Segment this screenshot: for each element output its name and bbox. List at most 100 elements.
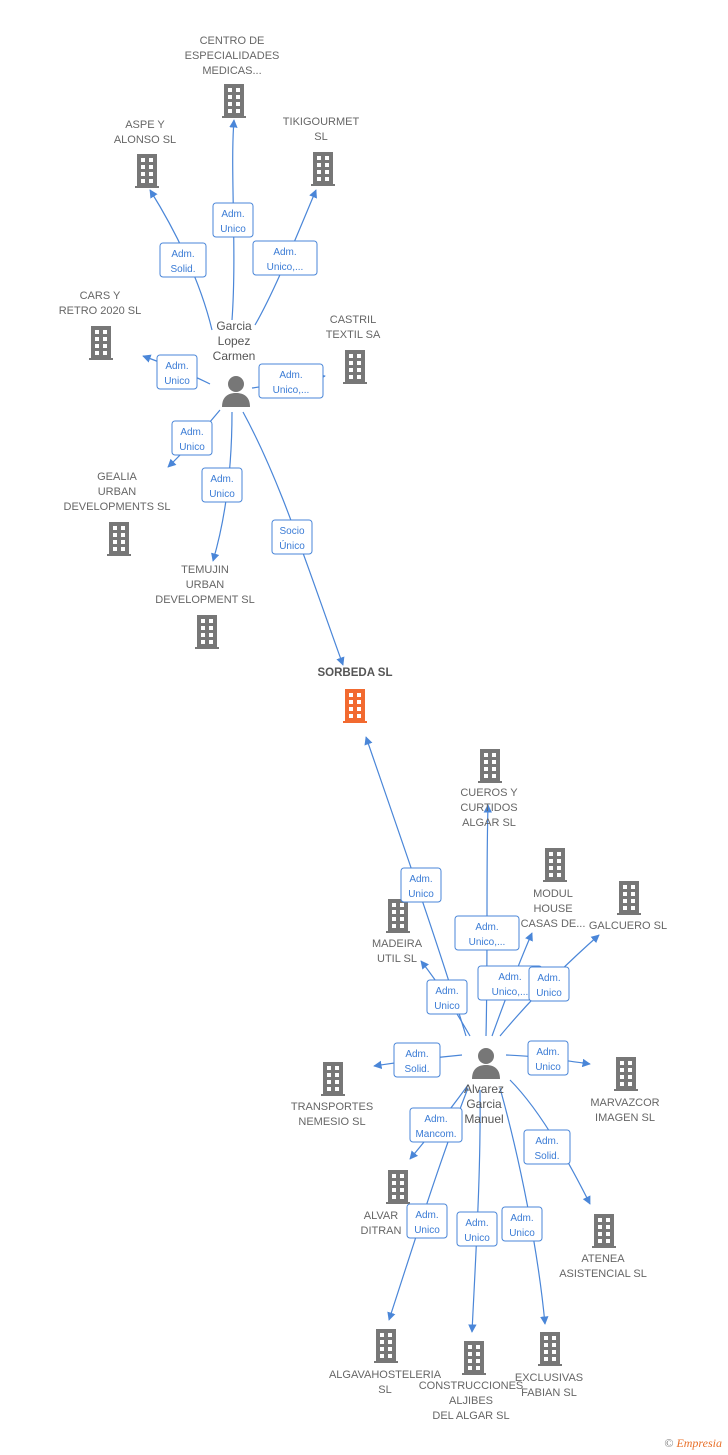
edge-label-garcia-to-gealia[interactable]: Adm.Unico: [171, 420, 213, 456]
node-label-line: ALGAVAHOSTELERIA: [329, 1369, 442, 1381]
person-icon[interactable]: [472, 1048, 500, 1079]
node-label-line: CUEROS Y: [460, 787, 518, 799]
edge-label-box[interactable]: [212, 202, 254, 238]
node-galcuero[interactable]: GALCUERO SL: [589, 881, 667, 932]
edge-label-garcia-to-centro[interactable]: Adm.Unico: [212, 202, 254, 238]
edge-label-garcia-to-temujin[interactable]: Adm.Unico: [201, 467, 243, 503]
focus-building-icon[interactable]: [343, 689, 367, 723]
edge-label-alvarez-to-exclusivas[interactable]: Adm.Unico: [501, 1206, 543, 1242]
building-icon[interactable]: [543, 848, 567, 882]
node-label-line: DEVELOPMENT SL: [155, 594, 254, 606]
edge-label-garcia-to-tiki[interactable]: Adm.Unico,...: [252, 240, 318, 276]
node-label-line: IMAGEN SL: [595, 1112, 655, 1124]
node-label-line: URBAN: [98, 486, 137, 498]
edge-label-box[interactable]: [426, 979, 468, 1015]
edge-label-box[interactable]: [271, 519, 313, 555]
edge-label-box[interactable]: [159, 242, 207, 278]
edge-label-garcia-to-aspe[interactable]: Adm.Solid.: [159, 242, 207, 278]
edge-label-alvarez-to-sorbeda[interactable]: Adm.Unico: [400, 867, 442, 903]
edge-label-line: Adm.: [415, 1210, 438, 1221]
node-label-line: MARVAZCOR: [590, 1097, 659, 1109]
edge-label-box[interactable]: [252, 240, 318, 276]
building-icon[interactable]: [89, 326, 113, 360]
building-icon[interactable]: [617, 881, 641, 915]
edge-label-alvarez-to-transportes[interactable]: Adm.Solid.: [393, 1042, 441, 1078]
node-marvazcor[interactable]: MARVAZCOR IMAGEN SL: [590, 1057, 660, 1124]
building-icon[interactable]: [538, 1332, 562, 1366]
edge-label-box[interactable]: [409, 1107, 463, 1143]
edge-label-alvarez-to-marvazcor[interactable]: Adm.Unico: [527, 1040, 569, 1076]
building-icon[interactable]: [135, 154, 159, 188]
edge-label-garcia-to-cars[interactable]: Adm.Unico: [156, 354, 198, 390]
edge-label-box[interactable]: [456, 1211, 498, 1247]
edge-label-box[interactable]: [171, 420, 213, 456]
edge-label-alvarez-to-atenea[interactable]: Adm.Solid.: [523, 1129, 571, 1165]
building-icon[interactable]: [311, 152, 335, 186]
building-icon[interactable]: [614, 1057, 638, 1091]
edge-label-box[interactable]: [454, 915, 520, 951]
edge-label-alvarez-to-madeira[interactable]: Adm.Unico: [426, 979, 468, 1015]
building-icon[interactable]: [107, 522, 131, 556]
node-centro[interactable]: CENTRO DEESPECIALIDADESMEDICAS...: [185, 35, 280, 118]
edge-label-alvarez-to-construcciones[interactable]: Adm.Unico: [456, 1211, 498, 1247]
edge-label-alvarez-to-galcuero[interactable]: Adm.Unico: [528, 966, 570, 1002]
edge-label-alvarez-to-cueros[interactable]: Adm.Unico,...: [454, 915, 520, 951]
edge-label-box[interactable]: [523, 1129, 571, 1165]
brand-logo-text[interactable]: Empresia: [676, 1436, 722, 1450]
edge-label-box[interactable]: [400, 867, 442, 903]
edge-label-line: Unico: [464, 1233, 490, 1244]
edge-label-box[interactable]: [528, 966, 570, 1002]
building-icon[interactable]: [478, 749, 502, 783]
building-icon[interactable]: [195, 615, 219, 649]
node-sorbeda[interactable]: SORBEDA SL: [318, 667, 393, 723]
edge-label-box[interactable]: [156, 354, 198, 390]
building-icon[interactable]: [222, 84, 246, 118]
edge-label-box[interactable]: [527, 1040, 569, 1076]
building-icon[interactable]: [592, 1214, 616, 1248]
edge-label-box[interactable]: [406, 1203, 448, 1239]
edge-label-line: Unico: [179, 442, 205, 453]
edge-label-alvarez-to-modul[interactable]: Adm.Unico,...: [477, 965, 543, 1001]
building-icon[interactable]: [374, 1329, 398, 1363]
node-label-line: TRANSPORTES: [291, 1101, 373, 1113]
node-label-line: GEALIA: [97, 471, 137, 483]
edge-label-box[interactable]: [201, 467, 243, 503]
node-label-line: CASAS DE...: [521, 918, 586, 930]
building-icon[interactable]: [321, 1062, 345, 1096]
edge-label-line: Unico: [220, 224, 246, 235]
building-icon[interactable]: [343, 350, 367, 384]
building-icon[interactable]: [386, 899, 410, 933]
edge-label-alvarez-to-alvar[interactable]: Adm.Mancom.: [409, 1107, 463, 1143]
edge-label-box[interactable]: [393, 1042, 441, 1078]
edge-label-alvarez-to-algava[interactable]: Adm.Unico: [406, 1203, 448, 1239]
edge-label-line: Unico,...: [267, 262, 304, 273]
edge-label-garcia-to-castril[interactable]: Adm.Unico,...: [258, 363, 324, 399]
person-icon[interactable]: [222, 376, 250, 407]
edge-label-box[interactable]: [258, 363, 324, 399]
node-label-line: URBAN: [186, 579, 225, 591]
node-label-line: FABIAN SL: [521, 1387, 577, 1399]
edge-label-box[interactable]: [501, 1206, 543, 1242]
building-icon[interactable]: [462, 1341, 486, 1375]
node-label-line: TEXTIL SA: [326, 329, 381, 341]
building-icon[interactable]: [386, 1170, 410, 1204]
